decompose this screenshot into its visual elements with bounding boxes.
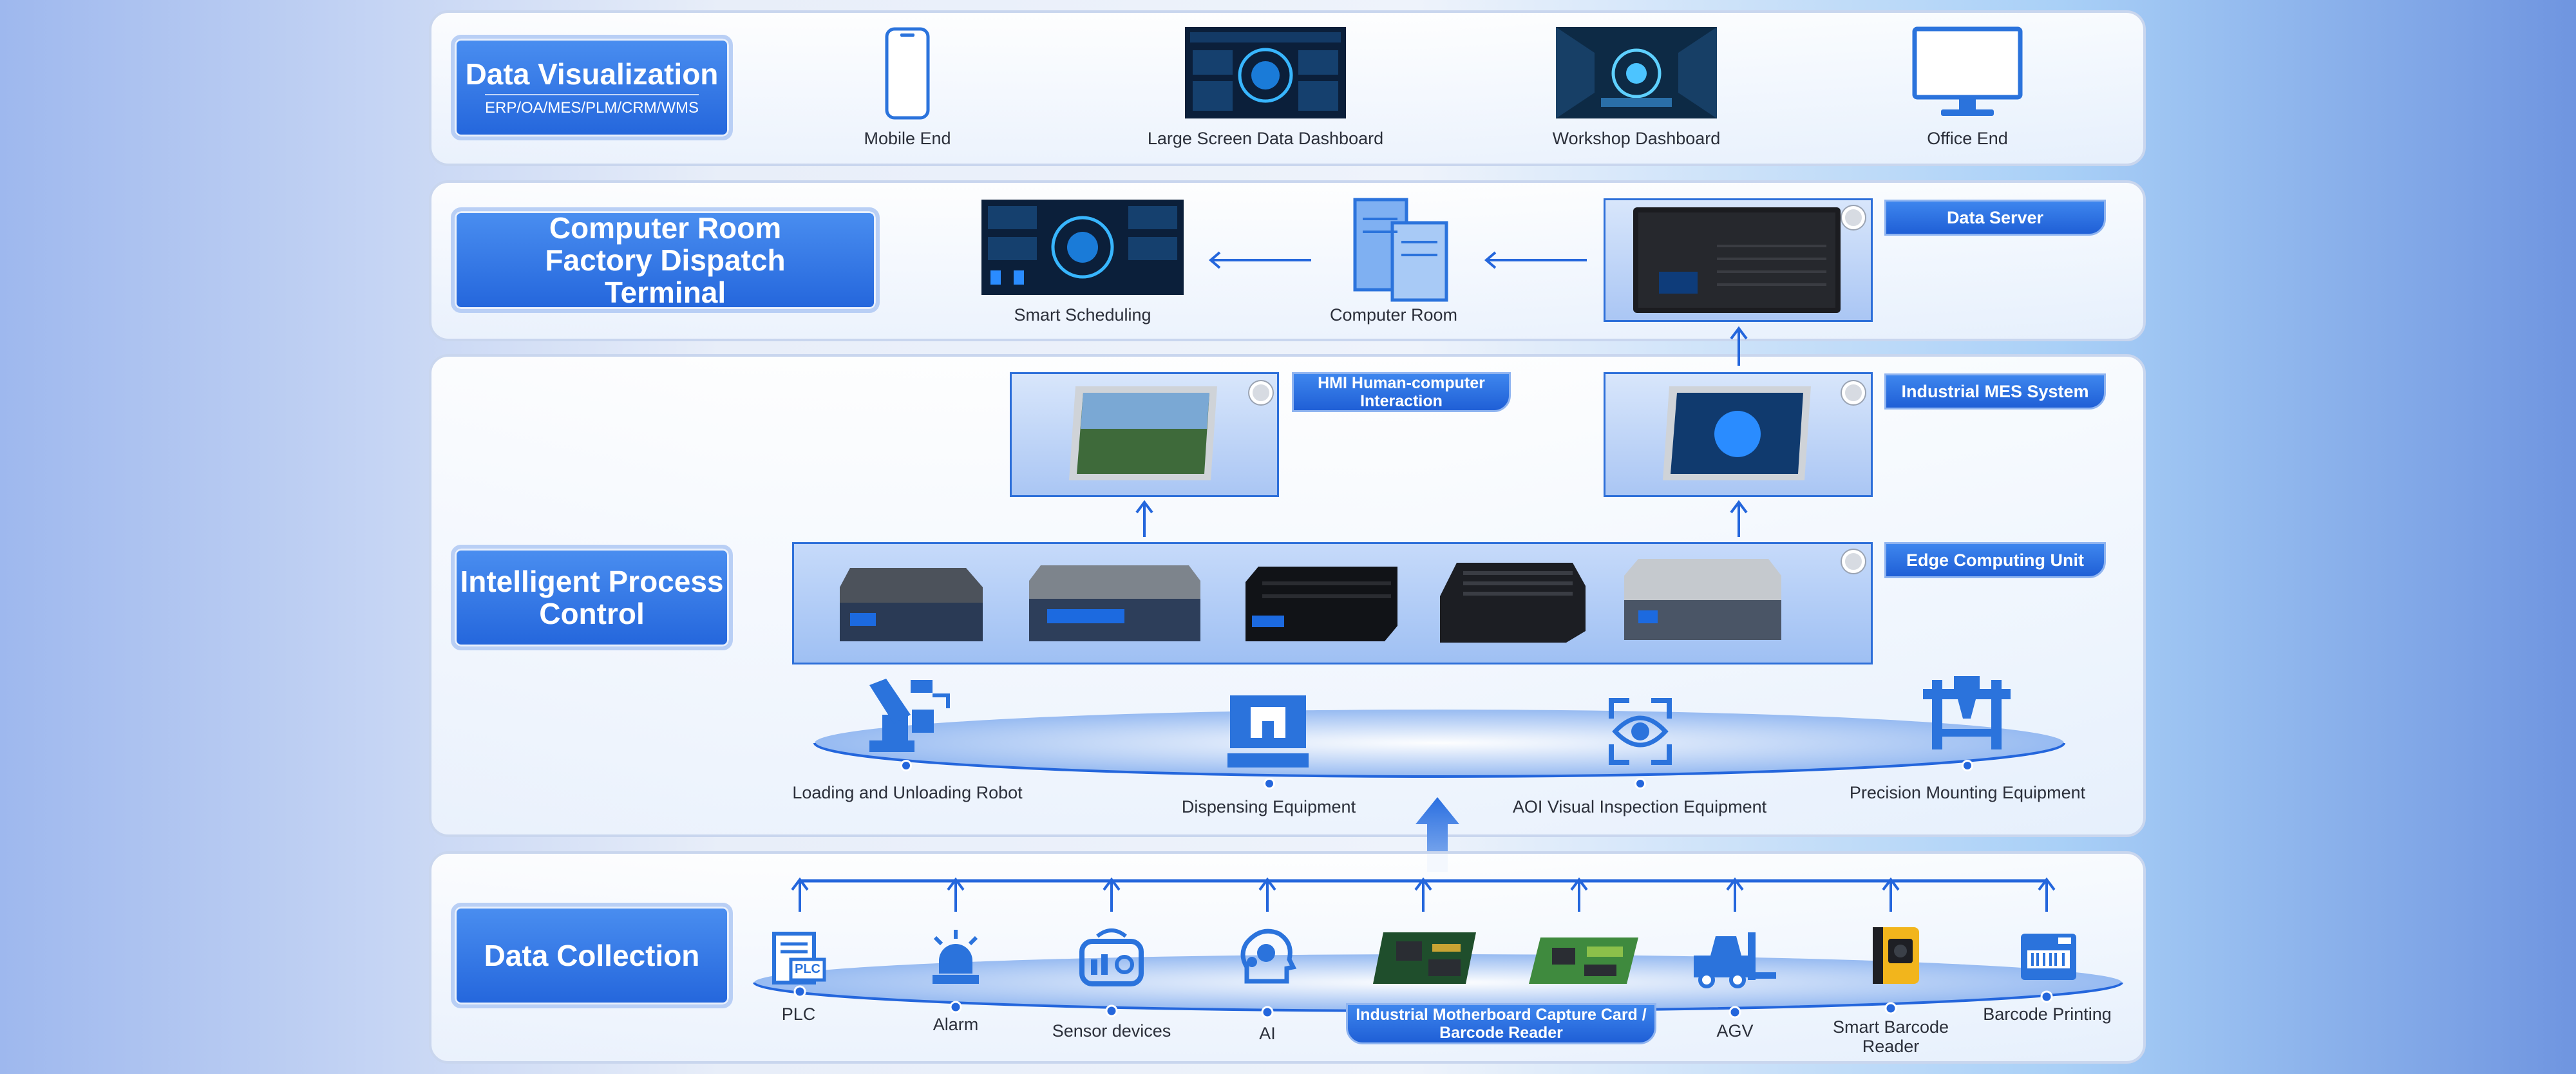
dispensing-marker <box>1264 778 1275 789</box>
aoi-marker <box>1634 778 1646 789</box>
label-loading-robot: Loading and Unloading Robot <box>792 783 1023 802</box>
large-screen-dashboard-icon <box>1185 27 1346 118</box>
rack-server-device <box>1633 207 1841 313</box>
dispensing-equipment-icon <box>1227 695 1309 768</box>
label-precision-mounting: Precision Mounting Equipment <box>1849 783 2086 802</box>
collection-markers <box>793 985 2053 1019</box>
tag-mes: Industrial MES System <box>1884 373 2106 410</box>
tag-data-server: Data Server <box>1884 200 2106 236</box>
edge-indicator-dot <box>1842 550 1865 573</box>
robot-marker <box>900 760 912 771</box>
label-sensor-devices: Sensor devices <box>1052 1021 1171 1041</box>
alarm-icon <box>933 930 979 984</box>
plc-icon: PLC <box>772 931 827 985</box>
label-plc: PLC <box>781 1004 816 1024</box>
arrow-to-scheduling <box>1208 251 1311 269</box>
label-dispensing-equipment: Dispensing Equipment <box>1181 797 1356 816</box>
mes-panel-device <box>1663 386 1811 480</box>
edge-device-3 <box>1245 567 1397 641</box>
precision-mounting-icon <box>1923 676 2011 749</box>
label-large-screen-dashboard: Large Screen Data Dashboard <box>1147 129 1384 148</box>
tag-hmi: HMI Human-computer Interaction <box>1292 372 1511 412</box>
arrow-to-computer-room <box>1484 251 1587 269</box>
arrow-mes-to-server <box>1730 326 1748 366</box>
industrial-motherboard-1 <box>1373 932 1476 984</box>
badge-process-control: Intelligent Process Control <box>451 545 733 650</box>
label-computer-room: Computer Room <box>1329 305 1458 325</box>
big-up-arrow <box>1416 797 1459 872</box>
badge-title: Computer Room Factory Dispatch Terminal <box>545 211 786 309</box>
barcode-printer-icon <box>2021 934 2076 980</box>
plc-icon-text: PLC <box>795 962 820 976</box>
smart-scheduling-screen <box>981 200 1184 295</box>
server-indicator-dot <box>1842 206 1865 229</box>
hmi-panel-device <box>1069 386 1217 480</box>
arrow-edge-to-hmi <box>1135 500 1153 537</box>
label-ai: AI <box>1259 1024 1276 1043</box>
monitor-icon <box>1912 26 2023 116</box>
workshop-dashboard-icon <box>1556 27 1717 118</box>
industrial-motherboard-2 <box>1529 937 1638 984</box>
edge-device-5 <box>1624 559 1781 640</box>
collection-bus <box>791 877 2056 912</box>
label-barcode-printing: Barcode Printing <box>1983 1004 2112 1024</box>
badge-data-visualization: Data Visualization ERP/OA/MES/PLM/CRM/WM… <box>451 35 733 140</box>
label-office-end: Office End <box>1927 129 2008 148</box>
badge-title: Intelligent Process Control <box>460 565 724 630</box>
arrow-edge-to-mes <box>1730 500 1748 537</box>
label-alarm: Alarm <box>933 1015 979 1034</box>
server-rack-icon <box>1353 198 1448 302</box>
label-aoi-equipment: AOI Visual Inspection Equipment <box>1512 797 1767 816</box>
label-agv: AGV <box>1716 1021 1754 1041</box>
label-smart-scheduling: Smart Scheduling <box>1014 305 1151 325</box>
tag-edge-computing: Edge Computing Unit <box>1884 542 2106 578</box>
sensor-icon <box>1079 928 1144 986</box>
edge-device-1 <box>840 568 983 641</box>
aoi-eye-icon <box>1609 698 1672 765</box>
ai-head-icon <box>1240 928 1297 984</box>
smart-barcode-reader-icon <box>1873 927 1919 984</box>
label-smart-barcode-reader: Smart Barcode Reader <box>1832 1017 1949 1056</box>
tag-industrial-motherboard: Industrial Motherboard Capture Card / Ba… <box>1346 1003 1656 1044</box>
badge-title: Data Visualization <box>465 57 719 91</box>
mounting-marker <box>1962 760 1973 771</box>
hmi-indicator-dot <box>1249 381 1273 404</box>
badge-title: Data Collection <box>484 939 700 972</box>
mes-indicator-dot <box>1842 381 1865 404</box>
mobile-phone-icon <box>885 27 930 120</box>
label-mobile-end: Mobile End <box>864 129 951 148</box>
equipment-platform <box>813 710 2065 778</box>
edge-device-4 <box>1440 563 1586 643</box>
robot-arm-icon <box>869 679 950 752</box>
badge-subtitle: ERP/OA/MES/PLM/CRM/WMS <box>484 94 699 117</box>
label-workshop-dashboard: Workshop Dashboard <box>1552 129 1721 148</box>
edge-device-2 <box>1029 565 1200 641</box>
badge-data-collection: Data Collection <box>451 903 733 1008</box>
badge-dispatch-terminal: Computer Room Factory Dispatch Terminal <box>451 207 880 313</box>
agv-forklift-icon <box>1694 932 1776 988</box>
